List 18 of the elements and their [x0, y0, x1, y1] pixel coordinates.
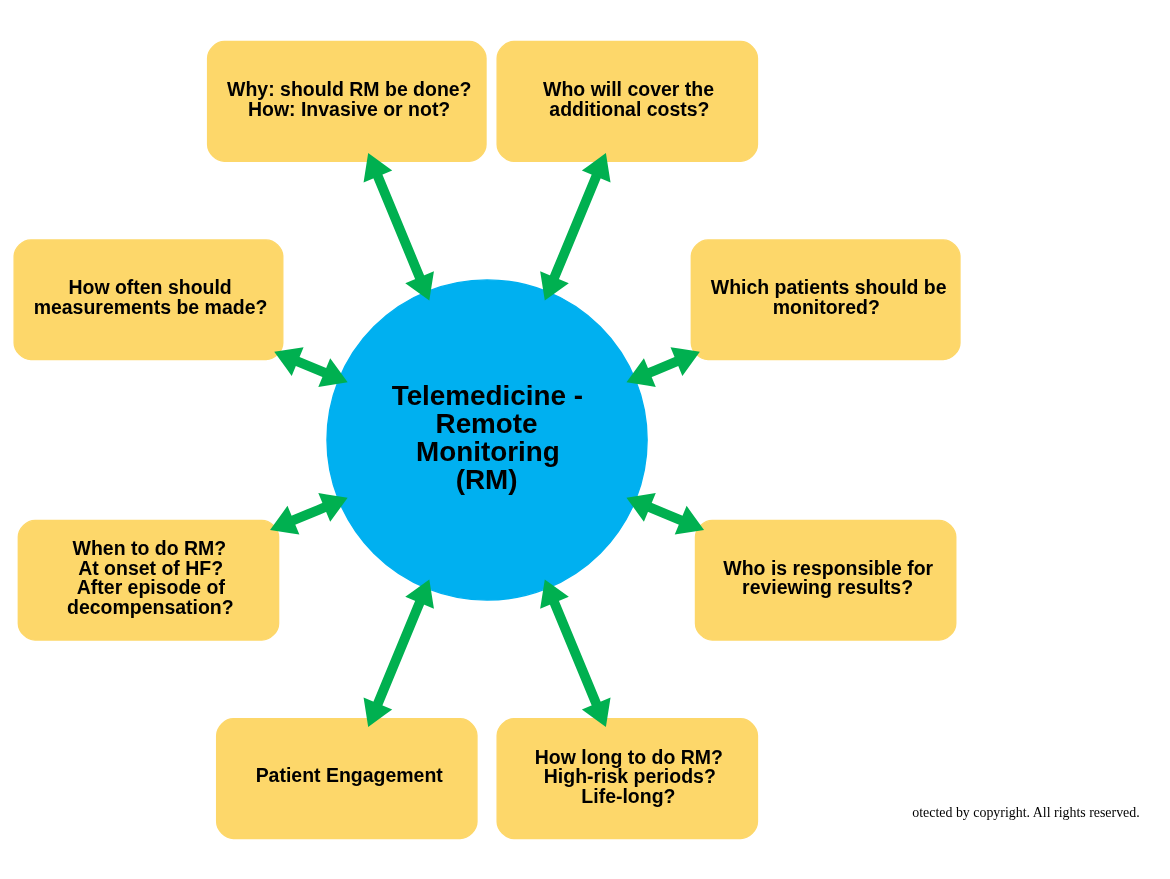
node-box: Why: should RM be done? How: Invasive or not?	[206, 40, 487, 162]
arrow	[363, 578, 434, 727]
arrow	[274, 346, 348, 387]
arrow	[540, 578, 611, 727]
node-box: How often should measurements be made?	[13, 238, 284, 360]
node-box: Who will cover the additional costs?	[496, 40, 759, 162]
label: otected by copyright. All rights reserved.	[912, 804, 1140, 819]
arrow	[626, 346, 700, 387]
node-box: When to do RM? At onset of HF? After episode of decompensation?	[17, 519, 280, 641]
arrow	[540, 152, 611, 301]
node-box: Which patients should be monitored?	[690, 238, 961, 360]
arrow	[626, 492, 705, 535]
node-circle: Telemedicine - Remote Monitoring (RM)	[326, 278, 648, 601]
node-box: Patient Engagement	[215, 717, 478, 839]
node-box: How long to do RM? High-risk periods? Life-long?	[496, 717, 759, 839]
arrow	[270, 492, 348, 535]
node-box: Who is responsible for reviewing results?	[694, 519, 957, 641]
arrow	[363, 152, 434, 301]
